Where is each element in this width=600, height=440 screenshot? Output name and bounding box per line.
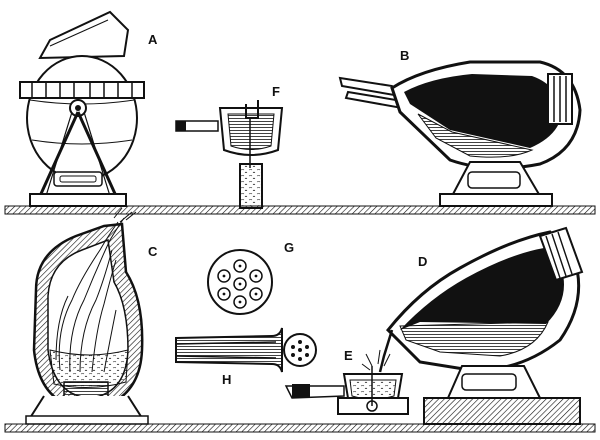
figure-g-tuyere-plate xyxy=(207,249,273,315)
top-floor xyxy=(4,205,596,215)
figure-a-converter xyxy=(19,10,145,207)
label-e: E xyxy=(344,348,353,363)
label-g: G xyxy=(284,240,294,255)
figure-d-converter xyxy=(378,226,584,425)
label-c: C xyxy=(148,244,158,259)
figure-c-converter xyxy=(25,207,149,425)
label-d: D xyxy=(418,254,427,269)
label-a: A xyxy=(148,32,158,47)
label-f: F xyxy=(272,84,280,99)
figure-e-ladle xyxy=(284,349,409,415)
figure-b-converter xyxy=(338,60,582,207)
figure-f-ladle xyxy=(175,100,284,209)
label-h: H xyxy=(222,372,231,387)
label-b: B xyxy=(400,48,409,63)
bottom-floor xyxy=(4,423,596,433)
figure-h-tuyere xyxy=(175,327,317,373)
